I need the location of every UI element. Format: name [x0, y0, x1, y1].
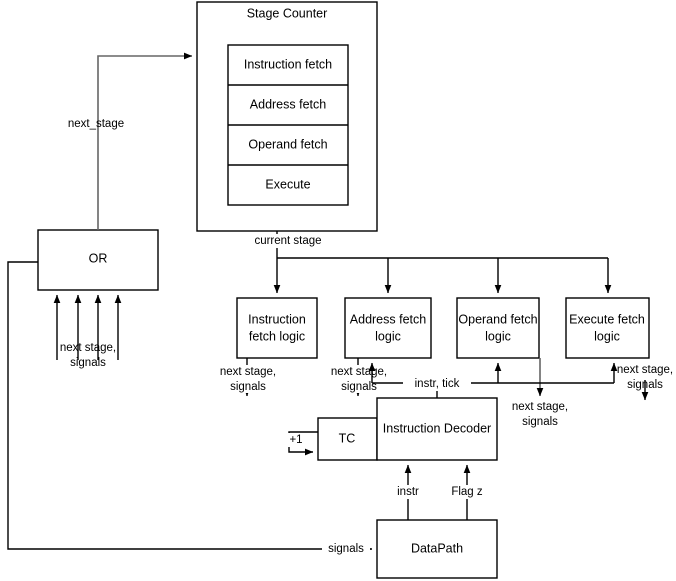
- edge-label-or-inputs-line2: signals: [70, 357, 106, 369]
- address-fetch-logic-label-2: logic: [375, 329, 401, 343]
- stage-item-execute[interactable]: Execute: [265, 177, 310, 191]
- stage-item-address-fetch[interactable]: Address fetch: [250, 97, 326, 111]
- execute-fetch-logic-box: [565, 297, 650, 359]
- edge-label-signals: signals: [328, 543, 364, 555]
- edge-label-out1-line2: signals: [230, 381, 266, 393]
- edge-label-next-stage: next_stage: [68, 118, 124, 130]
- edge-label-out3-line1: next stage,: [512, 401, 568, 413]
- execute-fetch-logic-label-2: logic: [594, 329, 620, 343]
- instruction-fetch-logic-box: [236, 297, 318, 359]
- edge-label-out2-line1: next stage,: [331, 366, 387, 378]
- edge-label-out2-line2: signals: [341, 381, 377, 393]
- or-block: [37, 229, 159, 291]
- datapath-block: [376, 519, 498, 579]
- stage-item-operand-fetch[interactable]: Operand fetch: [248, 137, 327, 151]
- plus-one-label-backdrop: [286, 433, 306, 447]
- edge-next-stage: [97, 52, 193, 230]
- instruction-fetch-logic-label-2: fetch logic: [249, 329, 305, 343]
- stage-item-instruction-fetch[interactable]: Instruction fetch: [244, 57, 332, 71]
- edge-label-or-inputs-line1: next stage,: [60, 342, 116, 354]
- or-block-label: OR: [89, 251, 108, 265]
- edge-label-out3-line2: signals: [522, 416, 558, 428]
- edge-label-current-stage-text: current stage: [254, 235, 321, 247]
- instruction-decoder-block: [376, 397, 498, 461]
- address-fetch-logic-label-1: Address fetch: [350, 312, 426, 326]
- address-fetch-logic-box: [344, 297, 432, 359]
- tc-block: [317, 417, 378, 461]
- edge-label-instr-tick: instr, tick: [415, 378, 460, 390]
- edge-label-flag-z: Flag z: [451, 486, 483, 498]
- tc-block-label: TC: [339, 431, 356, 445]
- instruction-decoder-label: Instruction Decoder: [383, 421, 491, 435]
- edge-label-instr: instr: [397, 486, 419, 498]
- instruction-fetch-logic-label-1: Instruction: [248, 312, 306, 326]
- instr-tick-label-backdrop: [403, 377, 471, 391]
- flag-z-label-backdrop: [444, 485, 490, 499]
- edge-signals-to-datapath: [7, 261, 373, 553]
- datapath-label: DataPath: [411, 541, 463, 555]
- operand-fetch-logic-label-2: logic: [485, 329, 511, 343]
- out1-label-backdrop: [204, 365, 292, 393]
- instr-label-backdrop: [389, 485, 427, 499]
- edge-label-plus-one: +1: [289, 434, 302, 446]
- stage-counter-title: Stage Counter: [247, 6, 328, 20]
- current-stage-label-backdrop: [240, 234, 336, 248]
- signals-label-backdrop: [322, 541, 370, 557]
- edge-label-out4-line1: next stage,: [617, 364, 673, 376]
- operand-fetch-logic-label-1: Operand fetch: [458, 312, 537, 326]
- execute-fetch-logic-label-1: Execute fetch: [569, 312, 645, 326]
- operand-fetch-logic-box: [456, 297, 540, 359]
- edge-label-out1-line1: next stage,: [220, 366, 276, 378]
- out2-label-backdrop: [315, 365, 403, 393]
- edge-label-out4-line2: signals: [627, 379, 663, 391]
